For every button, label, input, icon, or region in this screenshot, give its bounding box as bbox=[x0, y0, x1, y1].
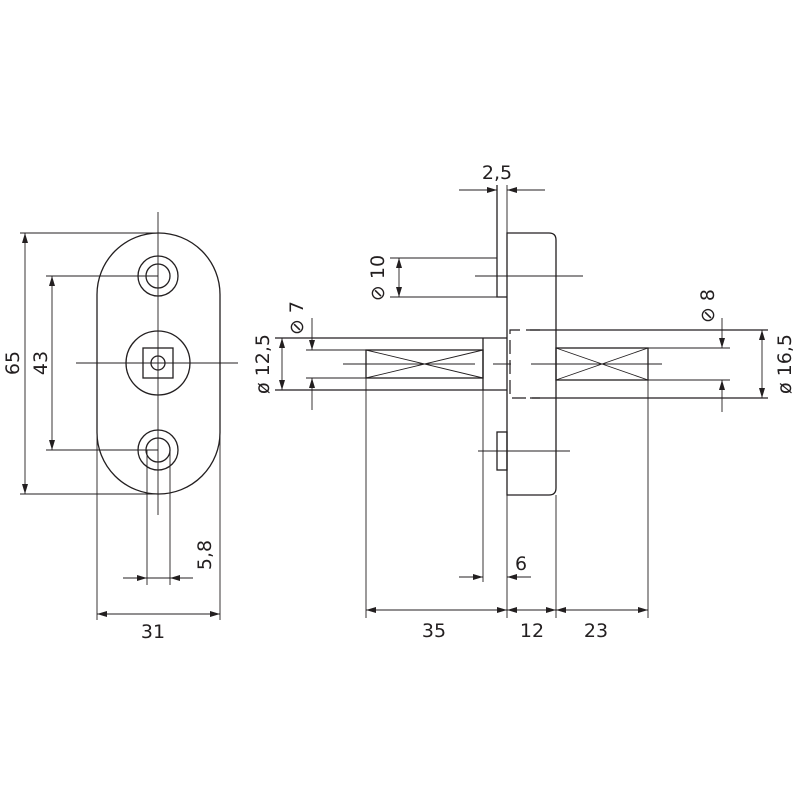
top-pin bbox=[496, 185, 507, 298]
side-view: 2,5 ⊘ 10 ⊘ 7 ø 12,5 ⊘ 8 ø 16,5 6 35 12 bbox=[252, 162, 796, 642]
dim-label-6: 6 bbox=[515, 553, 527, 575]
dim-label-5-8: 5,8 bbox=[194, 540, 216, 570]
dim-label-dia-12-5: ø 12,5 bbox=[252, 334, 274, 394]
dim-label-square-10: ⊘ 10 bbox=[367, 255, 389, 301]
left-square-shaft bbox=[275, 337, 507, 391]
dim-label-square-7: ⊘ 7 bbox=[286, 301, 308, 335]
dim-label-43: 43 bbox=[30, 351, 52, 375]
dim-label-2-5: 2,5 bbox=[482, 162, 512, 184]
oval-plate-outline bbox=[96, 232, 221, 495]
dim-label-65: 65 bbox=[2, 351, 24, 375]
center-hub bbox=[125, 330, 191, 396]
dim-label-31: 31 bbox=[141, 621, 165, 643]
body-plate bbox=[506, 232, 557, 496]
dim-label-35: 35 bbox=[422, 620, 446, 642]
dim-label-12: 12 bbox=[520, 620, 544, 642]
dim-label-dia-16-5: ø 16,5 bbox=[774, 334, 796, 394]
front-view: 65 43 5,8 31 bbox=[2, 212, 238, 643]
dim-label-23: 23 bbox=[584, 620, 608, 642]
dim-label-square-8: ⊘ 8 bbox=[697, 289, 719, 323]
